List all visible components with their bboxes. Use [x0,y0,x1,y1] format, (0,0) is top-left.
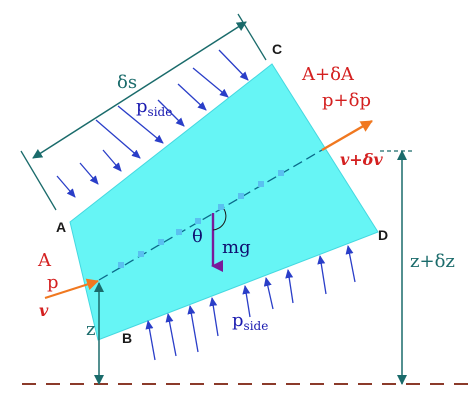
inlet-area-label: A [37,250,52,271]
inlet-velocity-label: v [39,301,49,320]
pressure-side-bottom-label: pside [232,310,268,333]
corner-c-label: C [272,41,282,57]
angle-arc [212,208,227,231]
outlet-area-label: A+δA [301,64,355,85]
outlet-pressure-label: p+δp [322,90,371,111]
centerline [98,149,323,281]
pressure-side-top-label: pside [136,96,172,119]
outlet-velocity-label: v+δv [340,150,383,169]
bottom-pressure-arrows [145,245,356,361]
corner-d-label: D [378,227,388,243]
outlet-flow-arrow [321,119,373,152]
corner-a-label: A [56,219,66,235]
length-dimension [20,13,267,211]
weight-label: mg [222,237,251,258]
outlet-height-label: z+δz [410,251,455,272]
inlet-pressure-label: p [47,272,59,293]
angle-label: θ [192,226,203,247]
length-label: δs [117,72,137,93]
inlet-flow-arrow [44,278,99,299]
outlet-height-dimension [380,150,415,385]
inlet-height-label: z [86,319,95,340]
corner-b-label: B [122,330,132,346]
